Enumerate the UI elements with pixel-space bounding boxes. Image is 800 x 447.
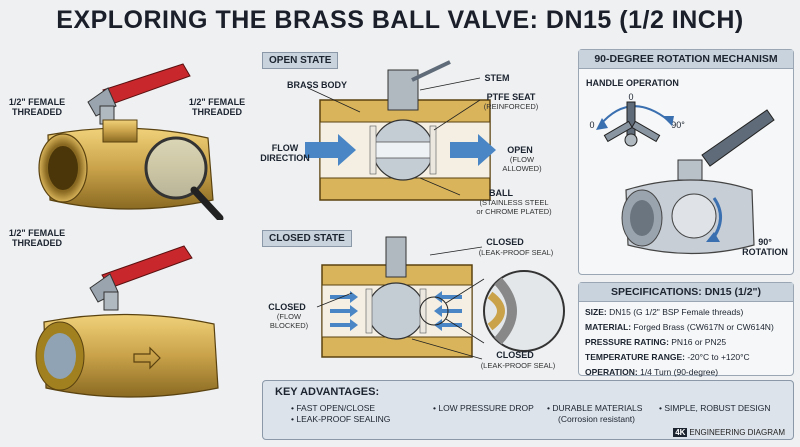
open-state-tag: OPEN STATE (262, 52, 339, 69)
label-deg-top: 0 (628, 92, 634, 102)
page-title: EXPLORING THE BRASS BALL VALVE: DN15 (1/… (56, 6, 744, 34)
spec-pressure: PRESSURE RATING: PN16 or PN25 (585, 337, 727, 347)
label-open-sub: (FLOW ALLOWED) (502, 155, 542, 173)
valve-illustration-top (38, 63, 224, 220)
spec-operation: OPERATION: 1/4 Turn (90-degree) (585, 367, 719, 377)
label-ptfe-seat: PTFE SEAT (486, 92, 536, 102)
label-open: OPEN (507, 145, 533, 155)
closed-state-tag: CLOSED STATE (262, 230, 352, 247)
badge-text: ENGINEERING DIAGRAM (689, 428, 785, 437)
advantage-low-drop: • LOW PRESSURE DROP (433, 403, 534, 413)
label-ball: BALL (489, 188, 513, 198)
label-closed-left-sub: (FLOW BLOCKED) (269, 312, 309, 330)
label-closed-bottom-sub: (LEAK-PROOF SEAL) (480, 361, 556, 370)
spec-temperature: TEMPERATURE RANGE: -20°C to +120°C (585, 352, 750, 362)
label-closed-top-sub: (LEAK-PROOF SEAL) (478, 248, 554, 257)
specs-card-title: SPECIFICATIONS: DN15 (1/2") (579, 283, 793, 302)
label-ball-sub: (STAINLESS STEEL or CHROME PLATED) (476, 198, 552, 216)
label-stem: STEM (484, 73, 510, 83)
label-female-threaded-bottom-left: 1/2" FEMALE THREADED (8, 228, 66, 248)
advantages-card: KEY ADVANTAGES: • FAST OPEN/CLOSE • LEAK… (262, 380, 794, 440)
label-ptfe-seat-sub: (REINFORCED) (483, 102, 539, 111)
closed-state-diagram (316, 236, 565, 360)
advantages-title: KEY ADVANTAGES: (275, 386, 380, 398)
valve-illustration-bottom (35, 245, 219, 398)
label-deg-right: 90° (671, 120, 685, 130)
label-deg-left: 0 (589, 120, 595, 130)
spec-material: MATERIAL: Forged Brass (CW617N or CW614N… (585, 322, 774, 332)
rotation-diagram (596, 101, 775, 255)
label-closed-left: CLOSED (268, 302, 306, 312)
label-female-threaded-top-left: 1/2" FEMALE THREADED (8, 97, 66, 117)
label-female-threaded-top-right: 1/2" FEMALE THREADED (188, 97, 246, 117)
advantage-leakproof: • LEAK-PROOF SEALING (291, 414, 391, 424)
label-flow-direction: FLOW DIRECTION (260, 143, 310, 163)
spec-size: SIZE: DN15 (G 1/2" BSP Female threads) (585, 307, 744, 317)
advantage-simple: • SIMPLE, ROBUST DESIGN (659, 403, 771, 413)
specs-card: SPECIFICATIONS: DN15 (1/2") SIZE: DN15 (… (578, 282, 794, 377)
label-closed-bottom: CLOSED (496, 350, 534, 360)
label-closed-top: CLOSED (486, 237, 524, 247)
advantage-durable-sub: (Corrosion resistant) (558, 414, 635, 424)
label-90-rotation: 90° ROTATION (742, 237, 788, 257)
rotation-card-title: 90-DEGREE ROTATION MECHANISM (579, 50, 793, 69)
open-state-diagram (305, 60, 496, 201)
badge-4k-mark: 4K (673, 428, 688, 437)
advantage-durable: • DURABLE MATERIALS (547, 403, 643, 413)
advantage-fast: • FAST OPEN/CLOSE (291, 403, 376, 413)
label-handle-operation: HANDLE OPERATION (586, 78, 679, 88)
label-brass-body: BRASS BODY (286, 80, 347, 90)
